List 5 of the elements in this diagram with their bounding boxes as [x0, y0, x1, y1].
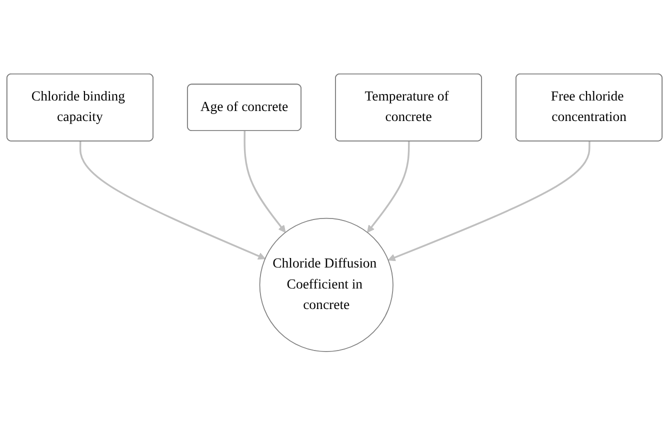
arrow [367, 142, 410, 234]
arrow [388, 142, 590, 262]
arrow [79, 142, 266, 260]
arrow [244, 131, 286, 234]
node-circle: Chloride Diffusion Coefficient in concrete [259, 218, 394, 352]
